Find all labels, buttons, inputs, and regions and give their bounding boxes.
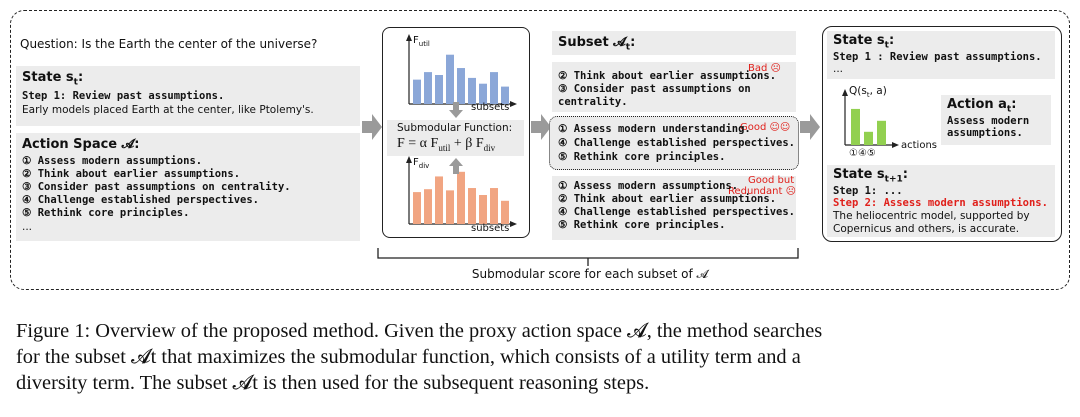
action-space-item: ① Assess modern assumptions. bbox=[22, 155, 203, 167]
subset-good-panel: Good ☺☺ ① Assess modern understanding. ④… bbox=[549, 116, 799, 170]
div-bar bbox=[424, 189, 432, 224]
action-space-item: ③ Consider past assumptions on centralit… bbox=[22, 181, 291, 193]
util-bar-group bbox=[413, 54, 509, 104]
function-title: Submodular Function: bbox=[397, 122, 513, 134]
subset-item: ① Assess modern understanding. bbox=[558, 123, 751, 135]
right-state-title: State st: bbox=[833, 33, 895, 51]
action-space-item: ② Think about earlier assumptions. bbox=[22, 168, 241, 180]
div-bar bbox=[490, 188, 498, 224]
action-line: assumptions. bbox=[947, 127, 1023, 139]
state-note: Early models placed Earth at the center,… bbox=[22, 104, 314, 116]
right-state-panel: State st: Step 1 : Review past assumptio… bbox=[827, 31, 1055, 79]
subset-title: Subset 𝓐t: bbox=[558, 35, 636, 53]
submodular-plots bbox=[406, 34, 517, 227]
subset-item: centrality. bbox=[558, 96, 628, 108]
div-bar bbox=[413, 192, 421, 224]
action-space-item: ⑤ Rethink core principles. bbox=[22, 207, 190, 219]
next-state-line: The heliocentric model, supported by bbox=[833, 210, 1030, 222]
q-bar bbox=[851, 108, 860, 145]
action-panel: Action at: Assess modern assumptions. bbox=[941, 95, 1051, 145]
state-title: State st: bbox=[22, 70, 84, 88]
redundant-label-2: Redundant ☹ bbox=[728, 186, 797, 197]
caption-line: diversity term. The subset 𝓐t is then us… bbox=[16, 372, 650, 394]
overview-frame bbox=[10, 10, 1070, 290]
q-bar-group bbox=[851, 108, 886, 145]
action-line: Assess modern bbox=[947, 115, 1030, 127]
subset-item: ⑤ Rethink core principles. bbox=[558, 219, 726, 231]
caption-line: for the subset 𝓐t that maximizes the sub… bbox=[16, 346, 801, 368]
div-bar bbox=[479, 195, 487, 224]
function-formula: F = α Futil + β Fdiv bbox=[397, 136, 496, 153]
action-space-ellipsis: ... bbox=[22, 221, 33, 233]
next-state-step2: Step 2: Assess modern assumptions. bbox=[833, 197, 1048, 209]
div-axis-label: Fdiv bbox=[413, 157, 430, 170]
subset-title-panel: Subset 𝓐t: bbox=[552, 31, 796, 55]
arrow-right-icon bbox=[362, 114, 382, 140]
div-bar bbox=[457, 171, 465, 224]
subset-item: ① Assess modern assumptions. bbox=[558, 180, 739, 192]
util-bar bbox=[413, 79, 421, 104]
score-label: Submodular score for each subset of 𝓐 bbox=[471, 267, 709, 281]
next-state-panel: State st+1: Step 1: ... Step 2: Assess m… bbox=[827, 165, 1055, 237]
action-space-title: Action Space 𝓐: bbox=[22, 137, 140, 152]
q-axis-label: Q(st, a) bbox=[849, 85, 887, 100]
submodular-box: Futil subsets Fdiv subsets Submodular Fu… bbox=[382, 27, 530, 238]
util-bar bbox=[435, 75, 443, 104]
right-state-box: State st: Step 1 : Review past assumptio… bbox=[822, 26, 1062, 242]
right-state-ellipsis: ... bbox=[833, 63, 844, 75]
subset-item: ⑤ Rethink core principles. bbox=[558, 151, 726, 163]
q-bar bbox=[864, 131, 873, 145]
util-bar bbox=[468, 77, 476, 104]
right-state-step: Step 1 : Review past assumptions. bbox=[833, 51, 1042, 63]
util-bar bbox=[479, 83, 487, 104]
util-bar bbox=[424, 72, 432, 104]
subset-item: ② Think about earlier assumptions. bbox=[558, 193, 777, 205]
arrow-right-icon bbox=[531, 114, 551, 140]
subset-redundant-panel: Good but Redundant ☹ ① Assess modern ass… bbox=[552, 175, 797, 240]
good-label: Good ☺☺ bbox=[740, 122, 791, 133]
q-value-chart bbox=[842, 89, 899, 148]
next-state-step1: Step 1: ... bbox=[833, 185, 903, 197]
div-bar-group bbox=[413, 171, 509, 224]
next-state-line: Copernicus and others, is accurate. bbox=[833, 223, 1020, 235]
state-panel: State st: Step 1: Review past assumption… bbox=[16, 66, 360, 126]
util-bar bbox=[501, 86, 509, 104]
actions-axis-label: actions bbox=[901, 140, 937, 151]
util-subsets-label: subsets bbox=[471, 102, 510, 113]
util-bar bbox=[457, 68, 465, 104]
action-space-item: ④ Challenge established perspectives. bbox=[22, 194, 259, 206]
question-text: Question: Is the Earth the center of the… bbox=[20, 37, 318, 51]
subset-item: ③ Consider past assumptions on bbox=[558, 83, 751, 95]
div-bar bbox=[446, 190, 454, 224]
state-step: Step 1: Review past assumptions. bbox=[22, 90, 225, 102]
subset-item: ④ Challenge established perspectives. bbox=[558, 206, 795, 218]
subset-item: ④ Challenge established perspectives. bbox=[558, 137, 795, 149]
score-bracket bbox=[377, 248, 799, 266]
div-bar bbox=[501, 200, 509, 224]
util-bar bbox=[446, 54, 454, 104]
util-bar bbox=[490, 72, 498, 104]
figure-caption: Figure 1: Overview of the proposed metho… bbox=[16, 318, 1076, 396]
arrow-right-icon bbox=[800, 114, 820, 140]
util-axis-label: Futil bbox=[413, 35, 430, 48]
div-subsets-label: subsets bbox=[471, 223, 510, 234]
redundant-label-1: Good but bbox=[748, 175, 795, 186]
next-state-title: State st+1: bbox=[833, 167, 908, 185]
submodular-function-panel: Submodular Function: F = α Futil + β Fdi… bbox=[387, 120, 524, 156]
action-space-panel: Action Space 𝓐: ① Assess modern assumpti… bbox=[16, 133, 360, 241]
subset-bad-panel: Bad ☹ ② Think about earlier assumptions.… bbox=[552, 62, 796, 112]
caption-line: Figure 1: Overview of the proposed metho… bbox=[16, 320, 823, 342]
bad-label: Bad ☹ bbox=[748, 63, 781, 74]
subset-item: ② Think about earlier assumptions. bbox=[558, 70, 777, 82]
action-ids-label: ①④⑤ bbox=[849, 148, 876, 159]
div-bar bbox=[468, 188, 476, 224]
action-title: Action at: bbox=[947, 97, 1017, 115]
q-bar bbox=[877, 120, 886, 145]
div-bar bbox=[435, 176, 443, 224]
